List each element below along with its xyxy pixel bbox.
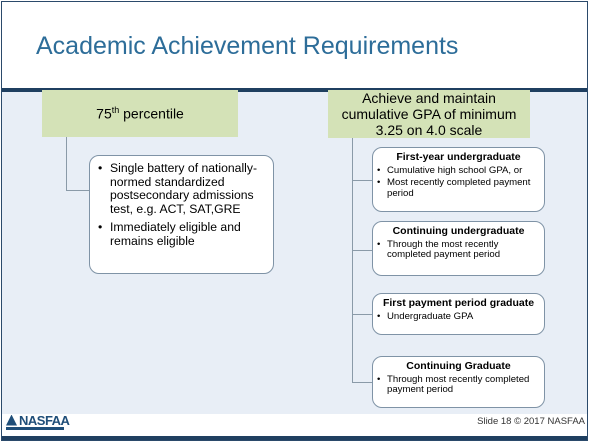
first-payment-period-graduate-title: First payment period graduate: [382, 297, 535, 309]
first-year-undergraduate-title: First-year undergraduate: [396, 151, 521, 163]
first-payment-period-graduate-box: First payment period graduate Undergradu…: [372, 293, 545, 335]
continuing-undergraduate-box: Continuing undergraduate Through the mos…: [372, 221, 545, 276]
percentile-bullet-list: Single battery of nationally-normed stan…: [98, 161, 265, 248]
continuing-undergraduate-title: Continuing undergraduate: [392, 225, 525, 237]
logo-text: NASFAA: [19, 412, 70, 428]
gpa-header-box: Achieve and maintain cumulative GPA of m…: [328, 90, 530, 138]
percentile-header-box: 75th percentile: [42, 90, 238, 137]
percentile-number: 75: [96, 105, 112, 122]
first-year-undergraduate-list: Cumulative high school GPA, or Most rece…: [377, 165, 540, 200]
right-connector-1: [352, 138, 373, 181]
right-connector-3: [352, 250, 373, 315]
continuing-graduate-title: Continuing Graduate: [406, 360, 511, 372]
percentile-ordinal-suffix: th: [111, 105, 120, 116]
nasfaa-logo: NASFAA: [6, 412, 70, 430]
list-item: Most recently completed payment period: [377, 177, 540, 199]
percentile-detail-box: Single battery of nationally-normed stan…: [89, 155, 274, 274]
first-payment-period-graduate-list: Undergraduate GPA: [377, 311, 540, 323]
left-connector: [66, 137, 90, 191]
list-item: Cumulative high school GPA, or: [377, 165, 540, 177]
right-connector-2: [352, 180, 373, 251]
list-item: Single battery of nationally-normed stan…: [98, 161, 265, 216]
right-connector-4: [352, 314, 373, 383]
gpa-header-line: 3.25 on 4.0 scale: [375, 122, 483, 138]
continuing-undergraduate-list: Through the most recently completed paym…: [377, 239, 540, 261]
continuing-graduate-box: Continuing Graduate Through most recentl…: [372, 356, 545, 408]
bottom-rule: [2, 436, 587, 440]
slide-title: Academic Achievement Requirements: [36, 32, 459, 60]
percentile-header-text: 75th percentile: [96, 105, 184, 122]
list-item: Immediately eligible and remains eligibl…: [98, 220, 265, 248]
continuing-graduate-list: Through most recently completed payment …: [377, 374, 540, 396]
list-item: Undergraduate GPA: [377, 311, 540, 323]
title-rule: [2, 88, 587, 92]
logo-mark-icon: [6, 414, 17, 426]
logo-underline: [6, 427, 64, 430]
first-year-undergraduate-box: First-year undergraduate Cumulative high…: [372, 147, 545, 212]
list-item: Through most recently completed payment …: [377, 374, 540, 396]
percentile-label: percentile: [119, 105, 184, 122]
title-area: Academic Achievement Requirements: [2, 2, 587, 88]
gpa-header-line: Achieve and maintain: [362, 90, 496, 106]
list-item: Through the most recently completed paym…: [377, 239, 540, 261]
slide-footer: Slide 18 © 2017 NASFAA: [477, 416, 585, 427]
gpa-header-line: cumulative GPA of minimum: [341, 106, 517, 122]
